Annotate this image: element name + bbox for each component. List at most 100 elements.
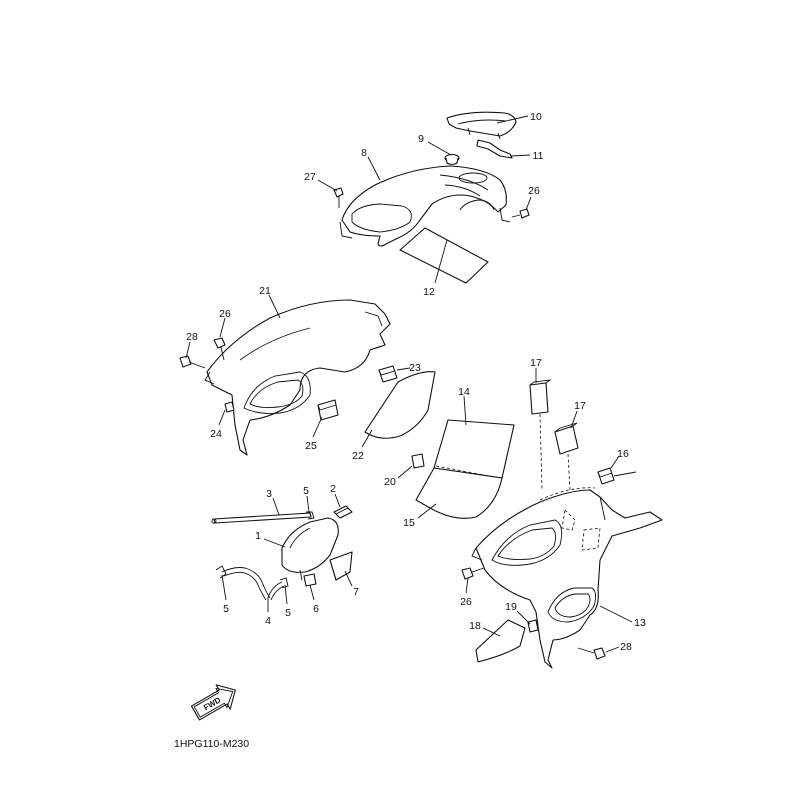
leader-line-25 <box>312 416 323 438</box>
part-10-top-cover <box>446 111 517 140</box>
callout-number-4: 4 <box>265 615 271 627</box>
callout-number-23: 23 <box>409 362 421 374</box>
part-22-panel <box>364 371 436 439</box>
part-18-panel <box>475 619 526 663</box>
part-8-rear-fender <box>339 165 511 247</box>
leader-line-16 <box>610 455 620 469</box>
leader-line-11 <box>510 154 531 157</box>
leader-line-22 <box>361 429 373 448</box>
part-2-cap <box>333 505 353 519</box>
callout-number-11: 11 <box>533 150 544 162</box>
callout-number-12: 12 <box>423 286 435 298</box>
part-3-rod <box>211 512 312 524</box>
callout-number-20: 20 <box>384 476 396 488</box>
callout-number-27: 27 <box>304 171 316 183</box>
callout-number-14: 14 <box>458 386 470 398</box>
leader-line-8 <box>367 156 381 181</box>
leader-line-5 <box>284 584 288 605</box>
callout-number-16: 16 <box>617 448 629 460</box>
part-9-grommet <box>444 153 460 166</box>
callout-number-3: 3 <box>266 488 272 500</box>
callout-number-5: 5 <box>285 607 291 619</box>
leader-line-13 <box>599 605 633 623</box>
callout-number-26: 26 <box>460 596 472 608</box>
callout-number-1: 1 <box>255 530 261 542</box>
part-17-pad-upper <box>529 379 552 491</box>
leader-line-2 <box>334 493 341 508</box>
callout-number-7: 7 <box>353 586 359 598</box>
part-12-flap <box>399 227 489 284</box>
leader-line-19 <box>516 610 531 625</box>
callout-number-22: 22 <box>352 450 364 462</box>
part-15-panel <box>415 467 503 519</box>
part-21-left-cover <box>204 299 391 456</box>
part-17-pad-lower <box>554 422 579 491</box>
leader-line-20 <box>397 465 413 479</box>
leader-line-14 <box>463 395 467 426</box>
leader-line-18 <box>482 627 501 637</box>
part-24-clip <box>224 401 235 413</box>
part-23-clip <box>378 365 398 383</box>
part-28-bolt-left <box>179 355 206 369</box>
callout-number-2: 2 <box>330 483 336 495</box>
callout-number-24: 24 <box>210 428 222 440</box>
part-25-pad <box>317 399 339 421</box>
leader-line-5 <box>221 574 227 601</box>
leader-line-23 <box>396 367 411 371</box>
leader-line-26 <box>219 317 226 338</box>
part-28-bolt-right <box>577 647 606 660</box>
part-5-clamp-lower-left <box>215 565 227 579</box>
part-5-clamp-lower-right <box>279 577 289 589</box>
part-7-bracket <box>329 551 353 581</box>
part-6-bolt <box>303 573 317 587</box>
leader-line-15 <box>417 503 437 519</box>
leader-line-17 <box>570 410 578 429</box>
diagram-code: 1HPG110-M230 <box>174 738 249 750</box>
leader-line-1 <box>263 538 286 548</box>
leader-line-26 <box>525 196 532 211</box>
leader-line-5 <box>306 495 310 513</box>
leader-line-24 <box>218 409 226 426</box>
leader-line-10 <box>496 115 529 124</box>
callout-number-28: 28 <box>620 641 632 653</box>
part-20-clip <box>411 453 425 469</box>
leader-line-7 <box>344 570 353 587</box>
callout-number-13: 13 <box>634 617 646 629</box>
callout-number-17: 17 <box>574 400 586 412</box>
leader-line-27 <box>317 179 338 192</box>
callout-number-18: 18 <box>469 620 481 632</box>
part-26-screw-left <box>213 337 226 361</box>
leader-line-3 <box>272 497 280 516</box>
leader-line-6 <box>309 584 315 601</box>
part-19-clip <box>527 619 539 633</box>
part-26-screw-top <box>511 208 530 219</box>
callout-number-19: 19 <box>505 601 517 613</box>
callout-number-8: 8 <box>361 147 367 159</box>
part-4-hose <box>221 567 285 601</box>
callout-number-17: 17 <box>530 357 542 369</box>
part-16-clip <box>597 467 637 485</box>
leader-line-12 <box>434 239 448 284</box>
callout-number-15: 15 <box>403 517 415 529</box>
fwd-arrow-icon: FWD <box>190 684 236 721</box>
callout-number-5: 5 <box>223 603 229 615</box>
part-1-tank <box>281 517 339 581</box>
callout-number-28: 28 <box>186 331 198 343</box>
leader-line-21 <box>268 294 281 319</box>
part-5-clamp-upper <box>306 511 315 520</box>
callout-number-10: 10 <box>530 111 542 123</box>
part-26-screw-right <box>461 567 485 580</box>
part-11-strip <box>476 139 513 159</box>
leader-line-28 <box>185 341 191 359</box>
leader-line-26 <box>465 577 469 594</box>
part-13-right-cover <box>471 487 663 669</box>
callout-number-26: 26 <box>219 308 231 320</box>
leader-line-28 <box>605 646 620 653</box>
leader-line-9 <box>427 141 452 156</box>
callout-number-5: 5 <box>303 485 309 497</box>
part-27-screw <box>333 187 344 208</box>
callout-number-9: 9 <box>418 133 424 145</box>
callout-number-26: 26 <box>528 185 540 197</box>
